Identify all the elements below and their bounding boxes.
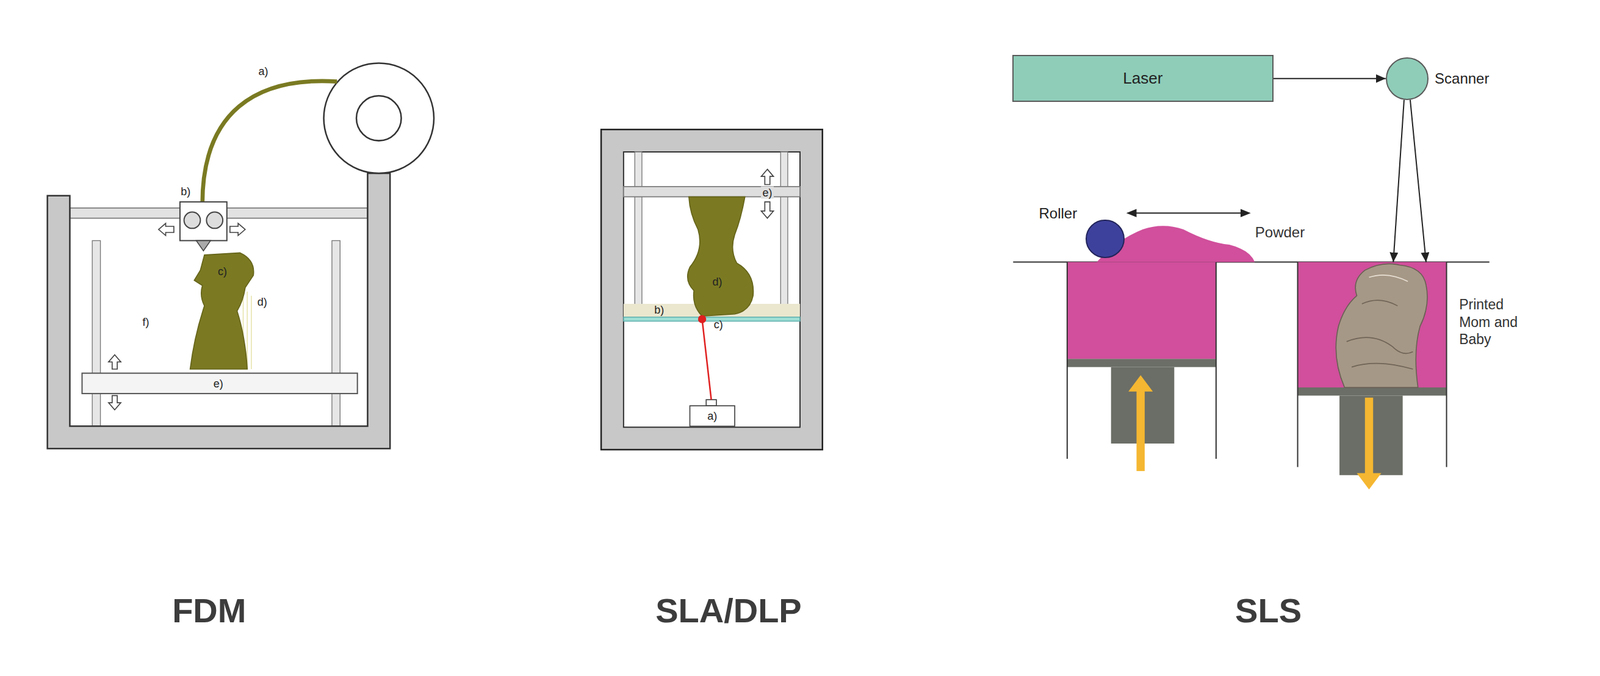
scanner-circle: Scanner xyxy=(1385,57,1429,101)
label-holder: FDM xyxy=(172,590,246,630)
label-holder: f) xyxy=(142,316,150,329)
move-arrow xyxy=(158,223,174,236)
text-holder: Roller xyxy=(1039,205,1078,223)
printed-part xyxy=(190,252,254,370)
piston-arrow xyxy=(1356,472,1381,490)
node-text: Laser xyxy=(1122,68,1163,88)
move-arrow xyxy=(108,355,121,370)
chamber-wall xyxy=(1066,261,1068,459)
printer-housing xyxy=(47,173,391,449)
callout-letter: c) xyxy=(713,317,724,331)
label-holder: b) xyxy=(654,303,664,317)
label-holder: e) xyxy=(213,377,224,390)
callout-letter: e) xyxy=(213,377,224,390)
piston-rod xyxy=(1339,395,1403,475)
roller-circle: Roller xyxy=(1085,219,1125,259)
label-holder: d) xyxy=(712,275,723,289)
support-line xyxy=(246,291,248,370)
label-holder: Powder xyxy=(1255,223,1305,242)
chamber-wall xyxy=(1297,261,1299,467)
build-plate xyxy=(81,373,357,394)
guide-rod xyxy=(634,151,642,318)
arrow-connector xyxy=(1273,78,1386,80)
guide-rod xyxy=(92,240,101,426)
laser-beam xyxy=(702,319,712,400)
piston-arrow xyxy=(1136,389,1145,472)
label-holder: c) xyxy=(713,317,724,331)
powder-supply xyxy=(1067,261,1217,359)
move-arrow xyxy=(108,395,121,410)
node-text: Roller xyxy=(1039,205,1078,223)
label-holder: a) xyxy=(258,65,268,79)
filament-spool xyxy=(324,63,434,174)
piston-arrow xyxy=(1128,375,1153,392)
printer-frame xyxy=(601,129,823,450)
printer-interior xyxy=(623,151,800,428)
callout-letter: a) xyxy=(258,65,268,78)
move-arrow xyxy=(760,169,774,185)
move-arrow xyxy=(230,223,246,236)
method-caption: FDM xyxy=(172,590,246,630)
label-holder: d) xyxy=(257,295,268,309)
text-holder: Printed Mom and Baby xyxy=(1459,295,1528,349)
callout-letter: a) xyxy=(707,410,718,423)
roller-travel-head xyxy=(1126,209,1137,218)
filament xyxy=(202,81,338,245)
piston-plate xyxy=(1067,358,1217,367)
build-platform xyxy=(623,186,800,198)
text-holder: Scanner xyxy=(1434,70,1489,88)
label-holder: b) xyxy=(180,185,191,199)
label-holder: e) xyxy=(760,186,774,200)
laser-source xyxy=(690,405,736,426)
figure-detail xyxy=(1369,275,1409,282)
nozzle xyxy=(196,240,211,251)
callout-letter: d) xyxy=(712,275,723,288)
part-label: Powder xyxy=(1255,223,1305,241)
node-text: Printed Mom and Baby xyxy=(1459,295,1528,349)
method-caption: SLA/DLP xyxy=(655,590,802,630)
extruder-head xyxy=(180,201,228,242)
figure-detail xyxy=(1346,337,1414,354)
piston-arrow xyxy=(1365,397,1373,476)
guide-rod xyxy=(331,240,340,426)
label-holder: c) xyxy=(217,264,228,278)
callout-letter: b) xyxy=(180,185,191,198)
callout-letter: c) xyxy=(217,264,228,278)
drive-gear xyxy=(184,212,201,229)
method-caption: SLS xyxy=(1235,590,1302,630)
node-text: Scanner xyxy=(1434,70,1489,88)
move-arrow xyxy=(760,201,774,219)
laser-spot xyxy=(698,314,707,323)
support-line xyxy=(250,295,253,370)
text-holder: Laser xyxy=(1122,68,1163,88)
printed-figure xyxy=(1335,263,1428,388)
callout-letter: f) xyxy=(142,316,150,329)
arrow-connector xyxy=(1410,100,1427,263)
label-holder: SLS xyxy=(1235,590,1302,630)
drive-gear xyxy=(206,212,223,229)
laser-nub xyxy=(706,399,717,406)
label-holder: SLA/DLP xyxy=(655,590,802,630)
callout-letter: e) xyxy=(760,186,774,199)
chamber-wall xyxy=(1215,261,1217,459)
build-powder xyxy=(1297,261,1447,390)
label-holder: a) xyxy=(707,410,718,423)
spool-hub xyxy=(356,95,402,141)
callout-letter: b) xyxy=(654,303,664,317)
roller-travel-head xyxy=(1240,209,1251,218)
arrow-connector xyxy=(1393,100,1405,263)
piston-plate xyxy=(1297,387,1447,396)
guide-rod xyxy=(780,151,788,318)
build-chamber: Printed Mom and Baby xyxy=(1297,262,1447,390)
roller-travel xyxy=(1134,212,1243,214)
chamber-wall xyxy=(1446,261,1448,467)
tank-bottom xyxy=(623,317,800,322)
laser-box: Laser xyxy=(1012,54,1274,102)
printed-part xyxy=(687,197,754,317)
figure-detail xyxy=(1362,300,1398,306)
callout-letter: d) xyxy=(257,295,268,308)
figure-detail xyxy=(1351,363,1413,370)
